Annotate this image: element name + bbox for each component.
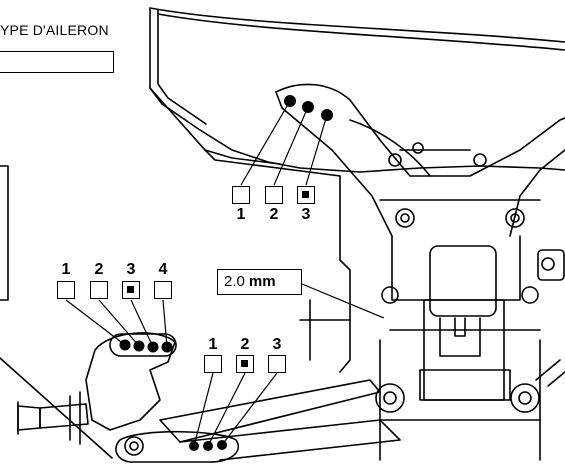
- bottom-option-3-label: 3: [272, 336, 282, 353]
- left-option-2-label: 2: [94, 261, 104, 278]
- left-option-1-checkbox[interactable]: [57, 281, 75, 299]
- bottom-option-2-label: 2: [240, 336, 250, 353]
- name-field-box[interactable]: [0, 51, 114, 73]
- top-option-1-label: 1: [236, 206, 246, 223]
- page-title: YPE D'AILERON: [0, 22, 109, 38]
- top-option-1-checkbox[interactable]: [232, 186, 250, 204]
- thickness-unit: mm: [248, 273, 276, 290]
- left-option-3-checkbox[interactable]: [122, 281, 140, 299]
- bottom-option-1-checkbox[interactable]: [204, 355, 222, 373]
- top-option-2-checkbox[interactable]: [265, 186, 283, 204]
- top-option-2-label: 2: [269, 206, 279, 223]
- thickness-value: 2.0: [224, 273, 245, 290]
- bottom-option-2-checkbox[interactable]: [236, 355, 254, 373]
- top-option-3-label: 3: [301, 206, 311, 223]
- bottom-option-1-label: 1: [208, 336, 218, 353]
- top-option-3-checkbox[interactable]: [297, 186, 315, 204]
- left-option-4-label: 4: [158, 261, 168, 278]
- left-option-2-checkbox[interactable]: [90, 281, 108, 299]
- bottom-option-3-checkbox[interactable]: [268, 355, 286, 373]
- left-option-4-checkbox[interactable]: [154, 281, 172, 299]
- left-option-1-label: 1: [61, 261, 71, 278]
- left-option-3-label: 3: [126, 261, 136, 278]
